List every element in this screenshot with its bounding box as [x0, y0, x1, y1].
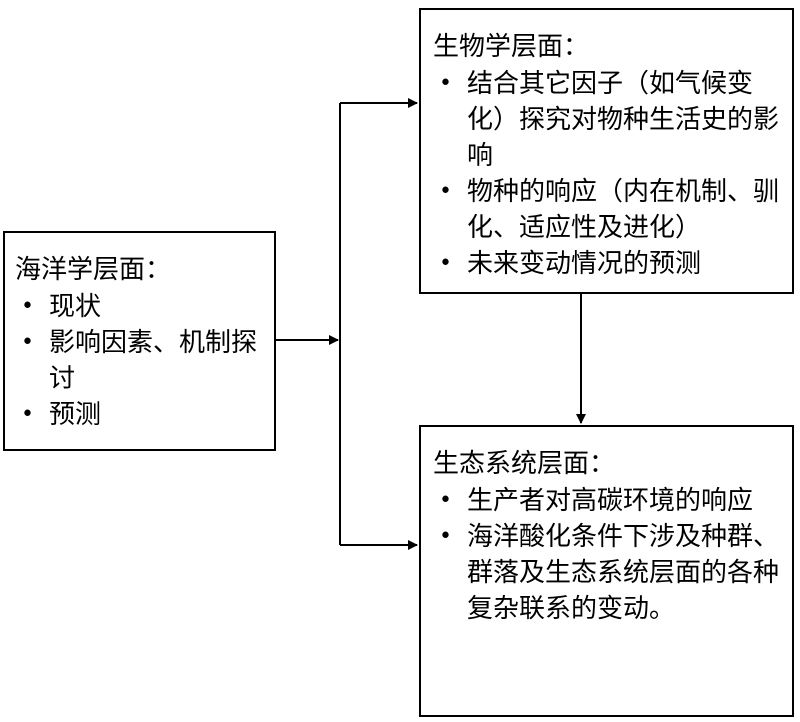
- list-item: •未来变动情况的预测: [433, 246, 788, 282]
- list-item: •现状: [15, 289, 268, 325]
- bullet-icon: •: [439, 71, 452, 96]
- ecosystem-level-title: 生态系统层面：: [433, 449, 616, 479]
- list-item: •预测: [15, 397, 268, 433]
- ecosystem-level-list: •生产者对高碳环境的响应 •海洋酸化条件下涉及种群、群落及生态系统层面的各种复杂…: [433, 483, 788, 627]
- bullet-icon: •: [21, 294, 34, 319]
- ecosystem-level-box: 生态系统层面： •生产者对高碳环境的响应 •海洋酸化条件下涉及种群、群落及生态系…: [419, 425, 794, 717]
- list-item: •生产者对高碳环境的响应: [433, 483, 788, 519]
- biology-level-list: •结合其它因子（如气候变化）探究对物种生活史的影响 •物种的响应（内在机制、驯化…: [433, 66, 788, 282]
- biology-level-title: 生物学层面：: [433, 32, 590, 62]
- list-item: •海洋酸化条件下涉及种群、群落及生态系统层面的各种复杂联系的变动。: [433, 519, 788, 627]
- bullet-icon: •: [439, 251, 452, 276]
- ocean-level-box: 海洋学层面： •现状 •影响因素、机制探讨 •预测: [3, 231, 276, 451]
- bullet-icon: •: [21, 330, 34, 355]
- bullet-icon: •: [439, 179, 452, 204]
- bullet-icon: •: [439, 524, 452, 549]
- ocean-level-list: •现状 •影响因素、机制探讨 •预测: [15, 289, 268, 433]
- bullet-icon: •: [439, 488, 452, 513]
- bullet-icon: •: [21, 402, 34, 427]
- ocean-level-title: 海洋学层面：: [15, 255, 172, 285]
- list-item: •物种的响应（内在机制、驯化、适应性及进化）: [433, 174, 788, 246]
- biology-level-box: 生物学层面： •结合其它因子（如气候变化）探究对物种生活史的影响 •物种的响应（…: [419, 8, 794, 294]
- list-item: •结合其它因子（如气候变化）探究对物种生活史的影响: [433, 66, 788, 174]
- list-item: •影响因素、机制探讨: [15, 325, 268, 397]
